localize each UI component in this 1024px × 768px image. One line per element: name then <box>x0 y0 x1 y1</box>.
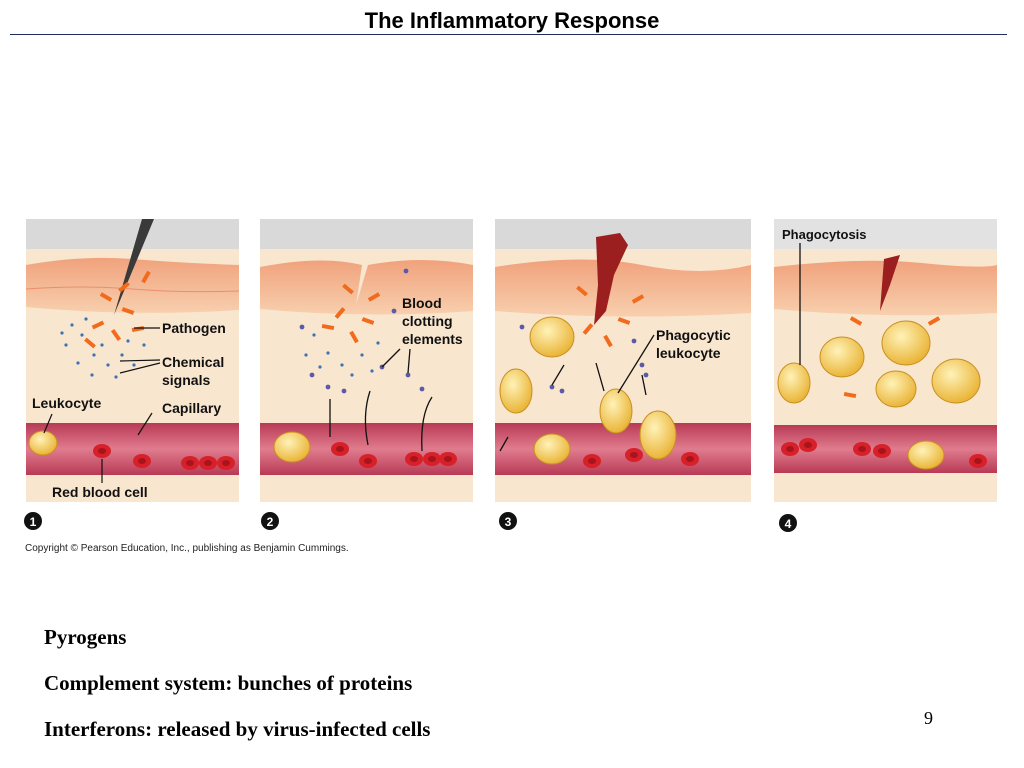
needle-icon <box>114 219 154 315</box>
bullet-item: Complement system: bunches of proteins <box>44 671 413 695</box>
svg-text:1: 1 <box>30 515 37 529</box>
label-blood-clotting-1: Blood <box>402 295 442 311</box>
phagocytic-cells <box>499 316 677 465</box>
bullet-list: Pyrogens Complement system: bunches of p… <box>44 624 430 762</box>
title-divider <box>10 34 1007 35</box>
step-badge-1 <box>24 512 42 530</box>
svg-text:4: 4 <box>785 517 792 531</box>
svg-text:3: 3 <box>505 515 512 529</box>
label-phagocytosis: Phagocytosis <box>782 227 867 242</box>
step-badge-3 <box>499 512 517 530</box>
wound-clot <box>594 233 628 325</box>
label-leukocyte: Leukocyte <box>32 395 101 411</box>
svg-text:2: 2 <box>267 515 274 529</box>
inflammatory-response-figure: Pathogen Chemical signals Leukocyte Capi… <box>22 215 1002 560</box>
panel-4: Phagocytosis 4 <box>774 219 997 532</box>
label-blood-clotting-2: clotting <box>402 313 453 329</box>
step-badge-4 <box>779 514 797 532</box>
bullet-item: Interferons: released by virus-infected … <box>44 717 431 741</box>
panel-3: Phagocytic leukocyte 3 <box>495 219 751 530</box>
slide-title: The Inflammatory Response <box>364 8 660 33</box>
step-badge-2 <box>261 512 279 530</box>
label-red-blood-cell: Red blood cell <box>52 484 148 500</box>
panel-2: Blood clotting elements 2 <box>260 219 473 530</box>
figure-illustration: Pathogen Chemical signals Leukocyte Capi… <box>24 219 997 532</box>
label-capillary: Capillary <box>162 400 221 416</box>
label-blood-clotting-3: elements <box>402 331 463 347</box>
chemical-signal-dots <box>60 317 146 379</box>
label-pathogen: Pathogen <box>162 320 226 336</box>
panel-1: Pathogen Chemical signals Leukocyte Capi… <box>24 219 240 530</box>
label-phagocytic-1: Phagocytic <box>656 327 731 343</box>
label-phagocytic-2: leukocyte <box>656 345 721 361</box>
bullet-item: Pyrogens <box>44 625 127 649</box>
copyright-notice: Copyright © Pearson Education, Inc., pub… <box>25 543 349 554</box>
page-number: 9 <box>924 708 933 728</box>
clotting-element-dots <box>299 268 425 394</box>
label-chemical-signals-1: Chemical <box>162 354 224 370</box>
label-chemical-signals-2: signals <box>162 372 210 388</box>
